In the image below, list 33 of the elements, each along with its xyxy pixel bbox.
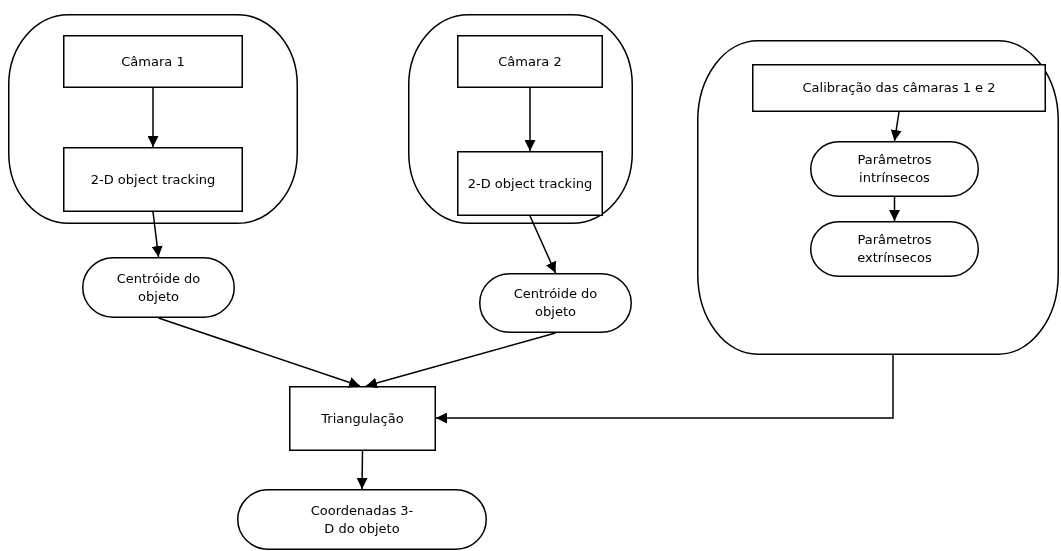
process-box (457, 35, 603, 88)
arrow (157, 317, 361, 388)
node-label: Centróide do objeto (512, 285, 599, 321)
arrow (147, 87, 159, 148)
group-container (697, 40, 1059, 355)
rounded-box (479, 273, 632, 333)
process-box (752, 64, 1046, 112)
node-label: 2-D object tracking (466, 174, 594, 193)
node-label: Triangulação (320, 409, 405, 428)
group-container (8, 14, 298, 224)
node-label: Parâmetros intrínsecos (856, 151, 933, 187)
rounded-box (810, 141, 979, 197)
process-box (289, 386, 436, 451)
node-label: Calibração das câmaras 1 e 2 (801, 79, 997, 97)
arrow (889, 196, 900, 222)
arrow (356, 450, 368, 490)
arrow (529, 215, 557, 274)
process-box (63, 35, 243, 88)
arrow (524, 87, 536, 152)
arrow (365, 332, 557, 389)
process-box (457, 151, 603, 216)
arrow (151, 211, 163, 258)
node-label: Câmara 1 (120, 52, 186, 71)
arrow (890, 111, 902, 142)
node-label: Coordenadas 3-D do objeto (309, 501, 415, 538)
process-box (63, 147, 243, 212)
node-label: Câmara 2 (497, 52, 563, 71)
arrow (435, 354, 894, 424)
group-container (408, 14, 633, 224)
node-label: 2-D object tracking (89, 170, 217, 189)
rounded-box (810, 221, 979, 277)
node-label: Parâmetros extrínsecos (856, 231, 933, 267)
node-label: Centróide do objeto (115, 269, 202, 306)
